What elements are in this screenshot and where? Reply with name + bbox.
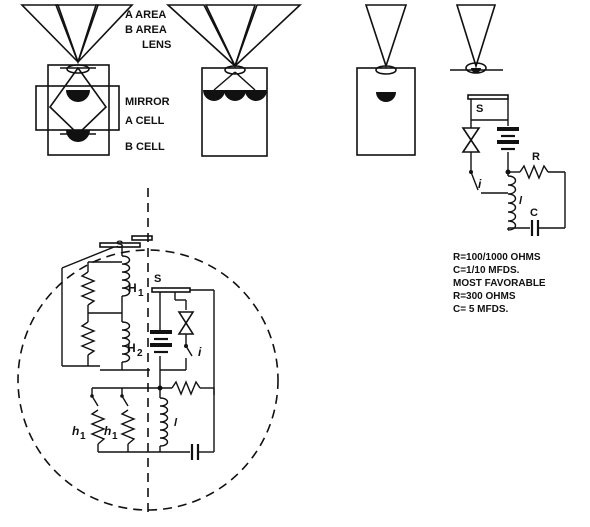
cell-housing-3 [356, 67, 416, 156]
contact-inner-bottom [177, 321, 195, 335]
note-line-1: R=100/1000 OHMS [453, 252, 541, 263]
cell-middle [224, 90, 246, 101]
label-lens: LENS [142, 39, 171, 51]
label-l-right: l [519, 195, 523, 207]
panel-single-cell [356, 4, 416, 156]
note-line-2: C=1/10 MFDS. [453, 265, 520, 276]
label-s-top: S [116, 239, 123, 251]
dashed-boundary [17, 249, 279, 511]
label-b-area: B AREA [125, 24, 167, 36]
resistor-frame-bottom [80, 321, 96, 356]
label-i-left: i [198, 345, 202, 359]
inductor-h2 [121, 321, 131, 363]
inductor-h1 [121, 255, 131, 297]
note-line-5: C= 5 MFDS. [453, 304, 509, 315]
label-mirror: MIRROR [125, 96, 170, 108]
cell-right [245, 90, 267, 101]
label-h1b: h [104, 424, 111, 438]
lens-3 [375, 65, 397, 75]
label-h1a: h [72, 424, 79, 438]
note-line-3: MOST FAVORABLE [453, 278, 546, 289]
contact-top [461, 127, 481, 142]
note-line-4: R=300 OHMS [453, 291, 516, 302]
label-c: C [530, 207, 538, 219]
label-r: R [532, 151, 540, 163]
b-cell [66, 130, 90, 142]
label-s-inner: S [154, 273, 161, 285]
switch-s-inner [151, 287, 191, 293]
inductor-l [507, 175, 517, 231]
single-cell [376, 92, 396, 102]
label-h1: H [128, 281, 137, 295]
label-s-right: S [476, 103, 483, 115]
label-b-cell: B CELL [125, 141, 165, 153]
a-cell [66, 90, 90, 102]
label-l-left: l [174, 417, 178, 429]
panel-left-circuit: S H 1 H 2 S [17, 188, 279, 518]
inductor-l-inner [159, 397, 169, 447]
lens [66, 64, 90, 74]
resistor-h1-right [120, 409, 136, 445]
label-a-cell: A CELL [125, 115, 165, 127]
cell-housing-2 [201, 67, 268, 157]
resistor-h1-left [90, 409, 106, 445]
panel-a-b-cells: A AREA B AREA LENS MIRROR A CELL B CELL [20, 4, 171, 156]
contact-bottom [461, 138, 481, 153]
svg-text:1: 1 [80, 431, 86, 442]
switch-s-top [131, 235, 153, 241]
cone-group-1 [20, 4, 134, 65]
panel-right-circuit: S R i l C [450, 4, 566, 315]
resistor-frame-top [80, 271, 96, 306]
resistor-bus [171, 380, 201, 396]
svg-text:2: 2 [137, 348, 143, 359]
label-a-area: A AREA [125, 9, 166, 21]
label-i-right: i [478, 177, 482, 191]
switch-s [467, 94, 509, 100]
svg-text:1: 1 [138, 288, 144, 299]
cell-left [203, 90, 225, 101]
panel-three-cells [165, 4, 303, 157]
label-h2: H [127, 341, 136, 355]
svg-text:1: 1 [112, 431, 118, 442]
lens-2 [224, 65, 246, 75]
contact-inner-top [177, 311, 195, 325]
